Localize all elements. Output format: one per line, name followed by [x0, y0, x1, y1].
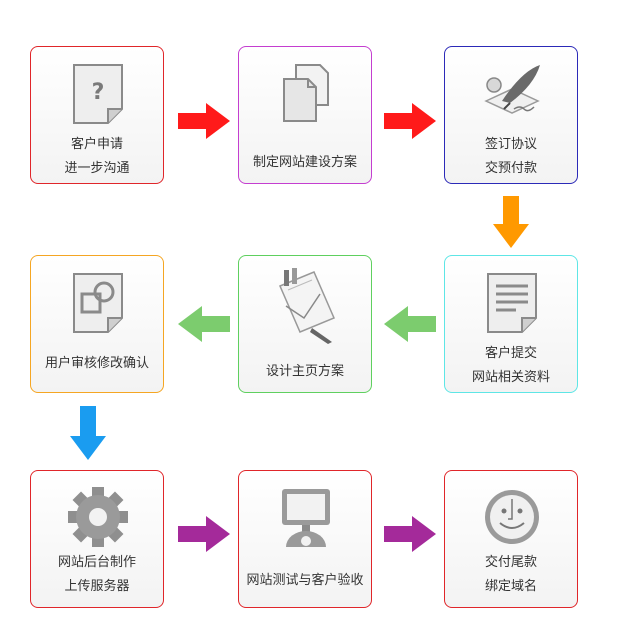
- documents-icon: [283, 64, 329, 122]
- quill-signature-icon: [484, 65, 540, 114]
- arrow-right-4: [384, 516, 436, 552]
- step-label-line1: 网站测试与客户验收: [246, 573, 364, 588]
- step-label-line2: 上传服务器: [64, 579, 130, 594]
- step-label-line2: 网站相关资料: [471, 370, 550, 385]
- gear-icon: [68, 487, 128, 547]
- arrow-left-1: [384, 306, 436, 342]
- step-submit-materials: 客户提交 网站相关资料: [444, 255, 578, 393]
- step-design-homepage: 设计主页方案: [238, 255, 372, 393]
- text-document-icon: [487, 273, 537, 333]
- step-label-line1: 签订协议: [484, 137, 537, 152]
- step-label-line1: 用户审核修改确认: [44, 356, 149, 371]
- step-backend-upload: 网站后台制作 上传服务器: [30, 470, 164, 608]
- step-label-line1: 交付尾款: [484, 555, 537, 570]
- step-label-line2: 交预付款: [484, 161, 537, 176]
- step-label-line1: 制定网站建设方案: [252, 155, 357, 170]
- step-label-line2: 绑定域名: [484, 579, 537, 594]
- arrow-right-3: [178, 516, 230, 552]
- step-user-review: 用户审核修改确认: [30, 255, 164, 393]
- smiley-face-icon: [485, 490, 539, 544]
- arrow-down-1: [493, 196, 529, 248]
- step-testing-acceptance: 网站测试与客户验收: [238, 470, 372, 608]
- step-label-line1: 客户提交: [484, 346, 537, 361]
- step-customer-apply: ? 客户申请 进一步沟通: [30, 46, 164, 184]
- step-label-line1: 客户申请: [70, 137, 123, 152]
- question-document-icon: ?: [73, 64, 123, 124]
- step-label-line1: 设计主页方案: [265, 364, 344, 379]
- svg-text:?: ?: [92, 80, 105, 105]
- step-final-payment-domain: 交付尾款 绑定域名: [444, 470, 578, 608]
- review-document-icon: [73, 273, 123, 333]
- arrow-right-1: [178, 103, 230, 139]
- step-label-line1: 网站后台制作: [57, 555, 136, 570]
- arrow-left-2: [178, 306, 230, 342]
- step-label-line2: 进一步沟通: [64, 161, 130, 176]
- arrow-down-2: [70, 406, 106, 460]
- design-sketch-icon: [279, 268, 335, 344]
- step-sign-agreement: 签订协议 交预付款: [444, 46, 578, 184]
- monitor-icon: [282, 489, 330, 547]
- arrow-right-2: [384, 103, 436, 139]
- step-make-plan: 制定网站建设方案: [238, 46, 372, 184]
